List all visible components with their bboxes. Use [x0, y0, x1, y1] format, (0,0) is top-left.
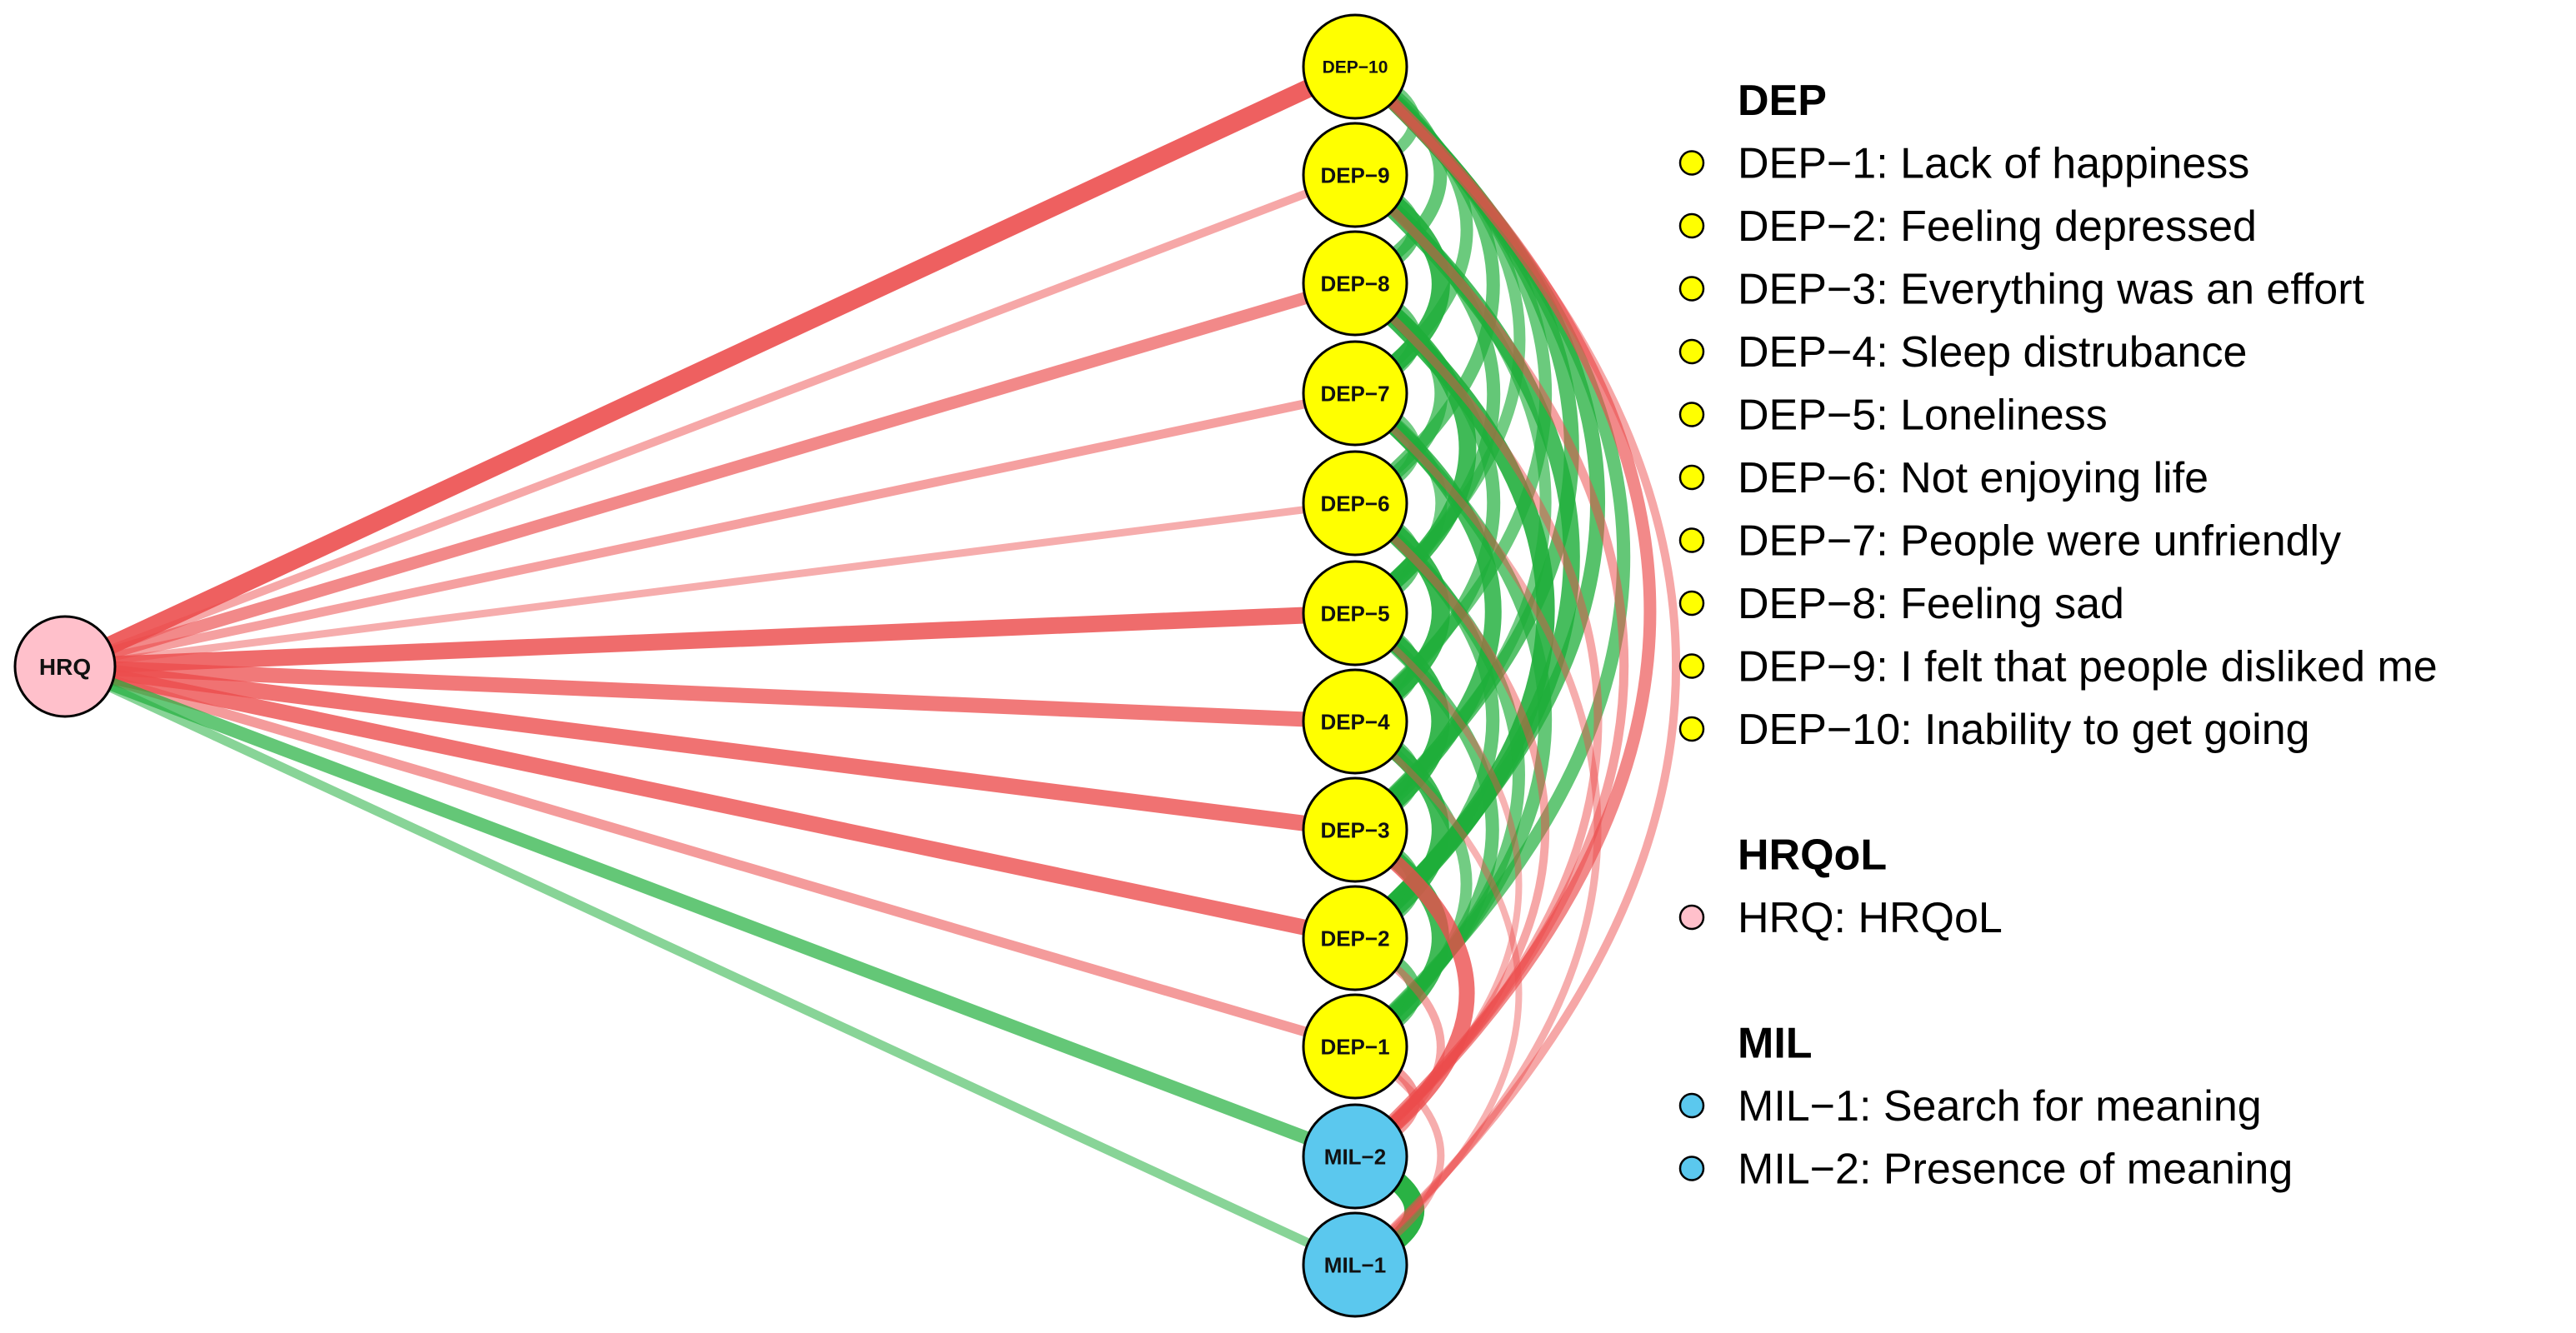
- edge-hrq-dep-3: [57, 658, 1363, 838]
- legend-swatch-icon: [1678, 590, 1705, 617]
- legend-item: DEP−1: Lack of happiness: [1738, 140, 2249, 188]
- legend-swatch-icon: [1678, 150, 1705, 176]
- node-label: DEP−6: [1320, 491, 1389, 516]
- node-circle[interactable]: [1302, 1211, 1408, 1318]
- legend-swatch-icon: [1678, 402, 1705, 427]
- node-dep-9[interactable]: DEP−9: [1302, 122, 1408, 228]
- node-label: MIL−2: [1324, 1144, 1386, 1169]
- legend-title-dep: DEP: [1738, 77, 1827, 125]
- node-dep-6[interactable]: DEP−6: [1302, 450, 1408, 557]
- node-circle[interactable]: [1302, 1103, 1408, 1210]
- node-label: DEP−5: [1320, 601, 1389, 626]
- node-circle[interactable]: [1302, 560, 1408, 666]
- node-circle[interactable]: [1302, 776, 1408, 883]
- legend-item: DEP−5: Loneliness: [1738, 392, 2108, 440]
- node-hrq[interactable]: HRQ: [13, 615, 117, 718]
- legend-item: DEP−2: Feeling depressed: [1738, 202, 2257, 251]
- node-label: DEP−1: [1320, 1034, 1389, 1059]
- legend-swatch-icon: [1678, 338, 1705, 365]
- edge-hrq-dep-2: [57, 658, 1363, 946]
- edge-hrq-dep-5: [57, 605, 1363, 675]
- node-dep-2[interactable]: DEP−2: [1302, 885, 1408, 991]
- legend-item: DEP−3: Everything was an effort: [1738, 266, 2365, 314]
- legend-item: DEP−10: Inability to get going: [1738, 706, 2310, 754]
- node-dep-5[interactable]: DEP−5: [1302, 560, 1408, 666]
- node-circle[interactable]: [1302, 993, 1408, 1100]
- node-label: DEP−10: [1323, 58, 1388, 77]
- legend-swatch-icon: [1678, 1092, 1705, 1119]
- legend-title-mil: MIL: [1738, 1020, 1813, 1068]
- legend-item: HRQ: HRQoL: [1738, 894, 2003, 942]
- node-label: MIL−1: [1324, 1252, 1386, 1277]
- edge-hrq-dep-8: [58, 277, 1362, 673]
- legend-title-hrqol: HRQoL: [1738, 831, 1887, 880]
- node-label: DEP−2: [1320, 926, 1389, 951]
- node-circle[interactable]: [13, 615, 117, 718]
- node-mil-1[interactable]: MIL−1: [1302, 1211, 1408, 1318]
- edge-hrq-mil-1: [60, 662, 1360, 1270]
- node-label: DEP−9: [1320, 162, 1389, 187]
- legend-item: MIL−1: Search for meaning: [1738, 1082, 2262, 1131]
- node-circle[interactable]: [1302, 340, 1408, 447]
- legend-swatch-icon: [1678, 1156, 1705, 1181]
- edge-mil-1-dep-10: [1351, 62, 1681, 1269]
- node-dep-3[interactable]: DEP−3: [1302, 776, 1408, 883]
- edge-hrq-dep-9: [61, 171, 1359, 671]
- legend-swatch-icon: [1678, 653, 1705, 679]
- node-layer: HRQ DEP−10DEP−9DEP−8DEP−7DEP−6DEP−5DEP−4D…: [13, 13, 1408, 1318]
- legend-item: DEP−9: I felt that people disliked me: [1738, 643, 2438, 691]
- edge-hrq-dep-10: [56, 57, 1364, 676]
- node-dep-1[interactable]: DEP−1: [1302, 993, 1408, 1100]
- legend-item: DEP−7: People were unfriendly: [1738, 517, 2341, 566]
- legend-item: MIL−2: Presence of meaning: [1738, 1146, 2293, 1194]
- legend-item: DEP−8: Feeling sad: [1738, 580, 2124, 628]
- node-label: DEP−3: [1320, 817, 1389, 842]
- edge-layer: [56, 57, 1681, 1275]
- legend-swatch-icon: [1678, 276, 1705, 302]
- node-dep-10[interactable]: DEP−10: [1302, 13, 1408, 120]
- node-label: DEP−4: [1320, 709, 1390, 734]
- edge-mil-2-dep-8: [1351, 279, 1603, 1161]
- edge-hrq-dep-4: [58, 659, 1363, 729]
- node-circle[interactable]: [1302, 122, 1408, 228]
- legend-swatch-icon: [1678, 527, 1705, 553]
- legend-item: DEP−6: Not enjoying life: [1738, 454, 2208, 502]
- legend-swatch-icon: [1678, 464, 1705, 491]
- node-dep-7[interactable]: DEP−7: [1302, 340, 1408, 447]
- legend-swatch-icon: [1678, 716, 1705, 742]
- edge-hrq-dep-7: [60, 388, 1360, 671]
- edge-hrq-dep-6: [61, 499, 1359, 671]
- edge-hrq-mil-2: [58, 660, 1362, 1163]
- node-mil-2[interactable]: MIL−2: [1302, 1103, 1408, 1210]
- edge-hrq-dep-1: [60, 662, 1360, 1051]
- node-label: DEP−7: [1320, 381, 1389, 406]
- node-dep-8[interactable]: DEP−8: [1302, 230, 1408, 337]
- node-circle[interactable]: [1302, 885, 1408, 991]
- node-label: DEP−8: [1320, 271, 1389, 296]
- node-circle[interactable]: [1302, 668, 1408, 775]
- legend-swatch-icon: [1678, 904, 1705, 931]
- node-circle[interactable]: [1302, 13, 1408, 120]
- node-label: HRQ: [39, 654, 91, 680]
- edge-mil-2-dep-9: [1350, 170, 1629, 1161]
- node-circle[interactable]: [1302, 450, 1408, 557]
- edge-mil-1-dep-7: [1351, 389, 1602, 1269]
- legend-swatch-icon: [1678, 212, 1705, 239]
- legend-item: DEP−4: Sleep distrubance: [1738, 328, 2247, 377]
- node-dep-4[interactable]: DEP−4: [1302, 668, 1408, 775]
- edge-mil-1-dep-4: [1352, 718, 1523, 1268]
- node-circle[interactable]: [1302, 230, 1408, 337]
